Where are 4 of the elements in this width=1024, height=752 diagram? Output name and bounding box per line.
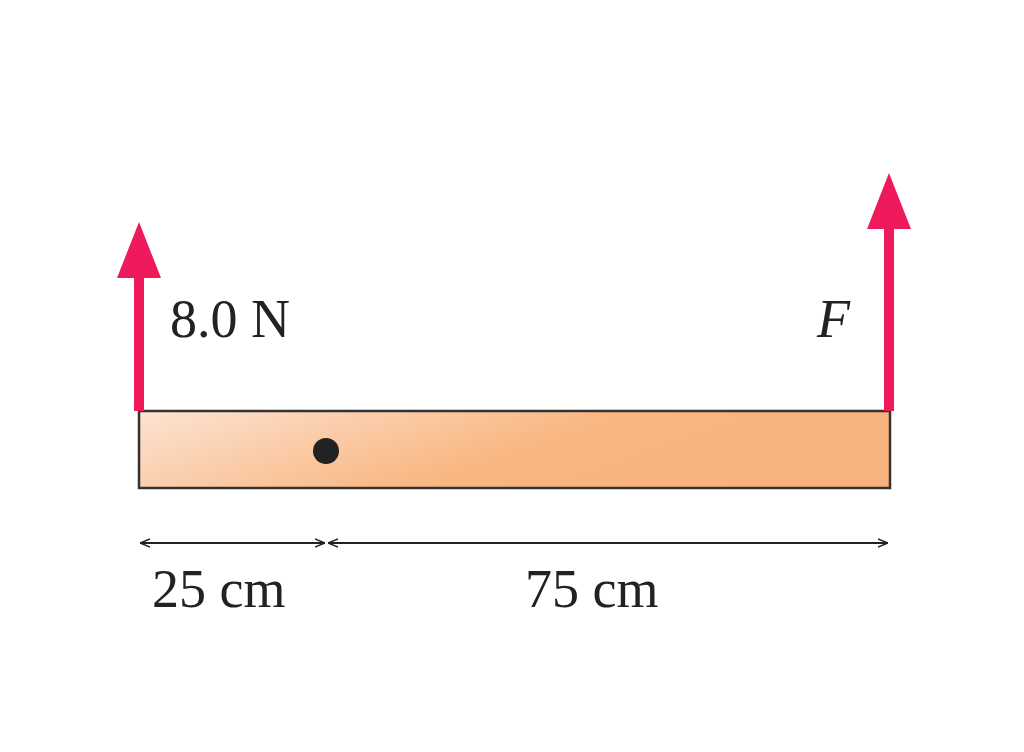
dimension-label: 75 cm	[525, 562, 659, 616]
force-label: 8.0 N	[170, 292, 290, 346]
dimension-label: 25 cm	[152, 562, 286, 616]
force-label: F	[817, 292, 850, 346]
